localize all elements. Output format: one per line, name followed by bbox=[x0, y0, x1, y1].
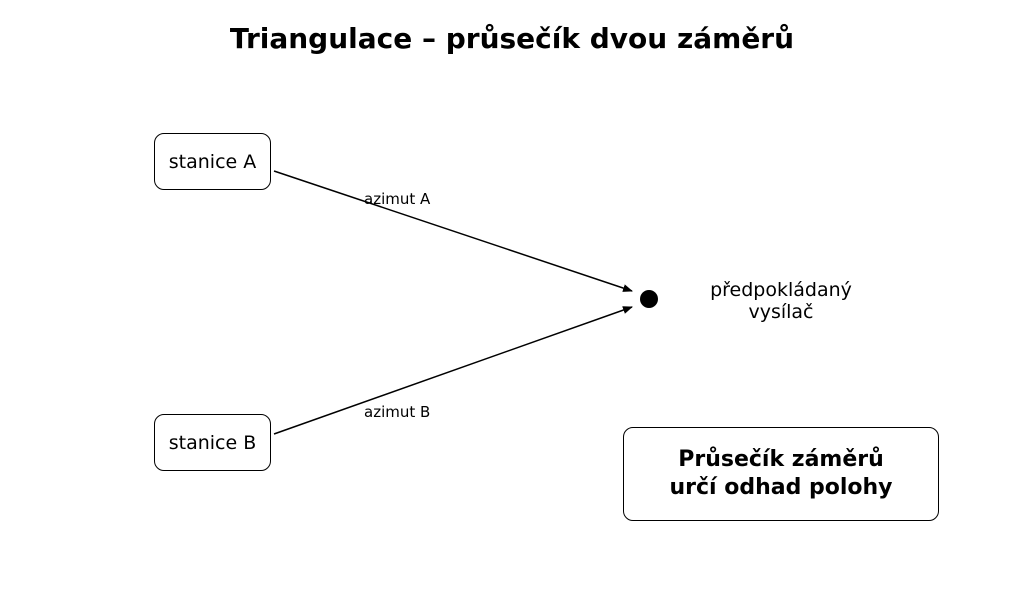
bearing-b-label: azimut B bbox=[364, 403, 431, 421]
conclusion-box: Průsečík záměrů určí odhad polohy bbox=[623, 427, 939, 521]
bearing-line-b bbox=[273, 306, 633, 435]
station-a-box: stanice A bbox=[154, 133, 271, 190]
bearing-line-a bbox=[273, 170, 633, 292]
station-a-label: stanice A bbox=[168, 150, 257, 173]
transmitter-label-line-2: vysílač bbox=[748, 301, 814, 323]
conclusion-line-2: určí odhad polohy bbox=[669, 475, 893, 500]
transmitter-label: předpokládaný vysílač bbox=[681, 279, 881, 323]
station-b-label: stanice B bbox=[168, 431, 257, 454]
conclusion-line-1: Průsečík záměrů bbox=[678, 447, 884, 472]
bearing-a-label: azimut A bbox=[364, 190, 431, 208]
diagram-title: Triangulace – průsečík dvou záměrů bbox=[229, 22, 795, 55]
station-b-box: stanice B bbox=[154, 414, 271, 471]
transmitter-label-line-1: předpokládaný bbox=[710, 279, 852, 301]
transmitter-point bbox=[640, 290, 658, 308]
